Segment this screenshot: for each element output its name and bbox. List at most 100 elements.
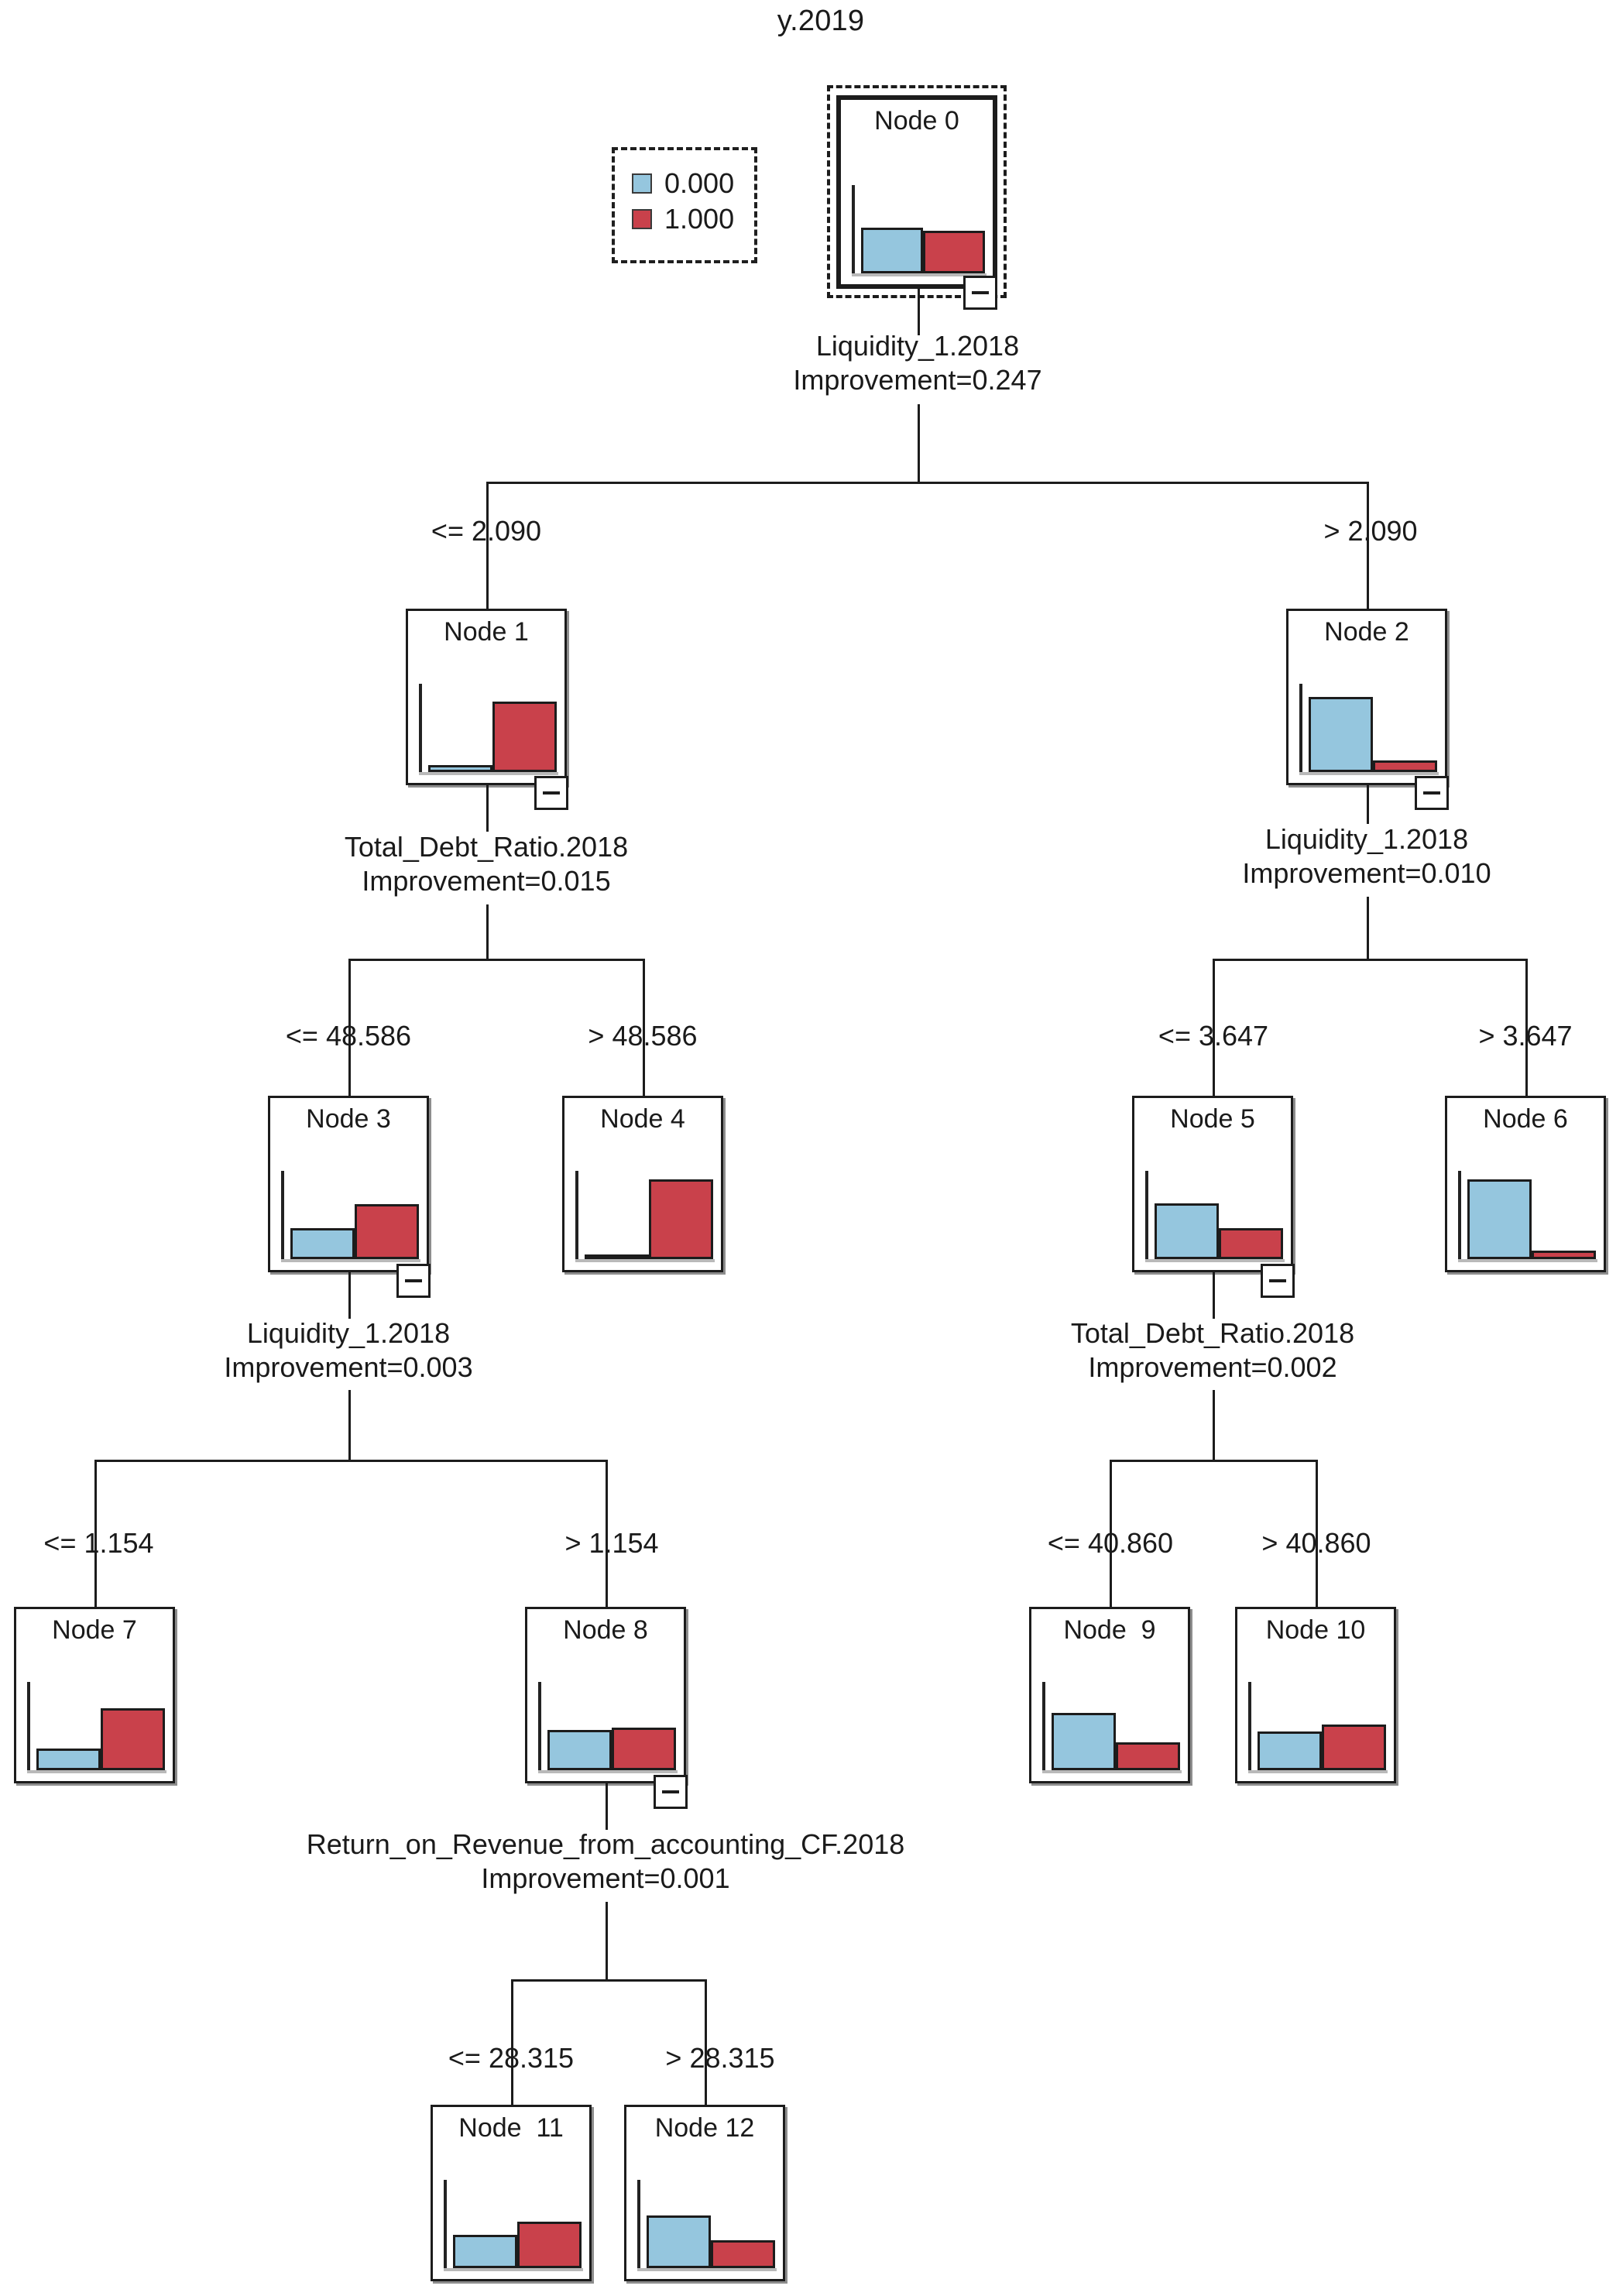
node-1-y-axis [419, 684, 422, 775]
node-12-y-axis [637, 2180, 640, 2271]
node-8-bars [547, 1682, 676, 1770]
node-11-y-axis [444, 2180, 447, 2271]
split-0-label: Liquidity_1.2018 Improvement=0.247 [724, 329, 1111, 397]
node-3-barchart [281, 1171, 420, 1262]
edge-split8-right [705, 1979, 707, 2134]
branch-5-right-label: > 40.860 [1261, 1527, 1371, 1559]
node-10-x-axis [1248, 1770, 1388, 1773]
branch-3-left-label: <= 1.154 [43, 1527, 154, 1559]
node-1-bar-class1 [492, 701, 557, 772]
split-5-label: Total_Debt_Ratio.2018 Improvement=0.002 [1019, 1316, 1406, 1385]
node-10[interactable]: Node 10 [1235, 1607, 1396, 1783]
node-4-bar-class0 [585, 1254, 649, 1259]
node-8-collapse-button[interactable] [654, 1775, 688, 1809]
split-3-improvement: Improvement=0.003 [224, 1351, 473, 1383]
node-3-bars [290, 1171, 419, 1259]
node-5[interactable]: Node 5 [1132, 1096, 1293, 1272]
legend-swatch-red-icon [632, 209, 652, 229]
node-5-y-axis [1145, 1171, 1148, 1262]
split-0-variable: Liquidity_1.2018 [815, 330, 1020, 362]
node-2-bar-class0 [1309, 697, 1373, 772]
node-0-x-axis [852, 273, 986, 276]
node-0-y-axis [852, 185, 855, 276]
branch-8-left-label: <= 28.315 [448, 2042, 575, 2074]
edge-split3-right [606, 1460, 608, 1607]
node-3-bar-class1 [355, 1204, 419, 1259]
legend-swatch-blue-icon [632, 173, 652, 194]
edge-split1-stem [486, 904, 489, 959]
edge-split1-left [348, 959, 351, 1096]
node-8-bar-class1 [612, 1728, 676, 1770]
node-8-y-axis [538, 1682, 541, 1773]
node-0[interactable]: Node 0 [836, 95, 997, 289]
legend-label-0: 0.000 [664, 167, 735, 199]
node-7-bars [36, 1682, 165, 1770]
node-10-label: Node 10 [1265, 1615, 1366, 1645]
branch-8-right-label: > 28.315 [665, 2042, 775, 2074]
node-9[interactable]: Node 9 [1029, 1607, 1190, 1783]
node-0-collapse-button[interactable] [963, 276, 997, 310]
node-12-x-axis [637, 2268, 777, 2271]
node-11-label: Node 11 [458, 2113, 564, 2143]
node-7[interactable]: Node 7 [14, 1607, 175, 1783]
node-10-bar-class0 [1258, 1731, 1322, 1770]
node-1-bar-class0 [428, 764, 492, 772]
node-10-y-axis [1248, 1682, 1251, 1773]
legend-item-1: 1.000 [632, 201, 734, 237]
node-3-label: Node 3 [306, 1104, 391, 1134]
branch-5-left-label: <= 40.860 [1047, 1527, 1174, 1559]
node-0-bars [861, 185, 985, 273]
node-11[interactable]: Node 11 [431, 2105, 592, 2281]
edge-split5-right [1316, 1460, 1318, 1607]
node-6-bars [1467, 1171, 1596, 1259]
node-12-bar-class1 [711, 2239, 775, 2268]
branch-3-right-label: > 1.154 [564, 1527, 659, 1559]
edge-split8-stem [606, 1902, 608, 1979]
edge-split5-left [1110, 1460, 1112, 1607]
split-8-improvement: Improvement=0.001 [481, 1862, 730, 1894]
node-5-x-axis [1145, 1259, 1285, 1262]
node-6-barchart [1458, 1171, 1597, 1262]
split-1-label: Total_Debt_Ratio.2018 Improvement=0.015 [293, 830, 680, 898]
node-12-barchart [637, 2180, 777, 2271]
node-1-collapse-button[interactable] [534, 776, 568, 810]
node-4-label: Node 4 [600, 1104, 685, 1134]
node-1-bars [428, 684, 557, 772]
node-6[interactable]: Node 6 [1445, 1096, 1606, 1272]
edge-split2-left [1213, 959, 1215, 1096]
node-4[interactable]: Node 4 [562, 1096, 723, 1272]
node-6-y-axis [1458, 1171, 1461, 1262]
node-12-bar-class0 [647, 2215, 711, 2268]
node-3-bar-class0 [290, 1228, 355, 1259]
split-0-improvement: Improvement=0.247 [793, 364, 1042, 396]
edge-split3-stem [348, 1390, 351, 1460]
node-3-collapse-button[interactable] [396, 1264, 431, 1298]
edge-split0-left [486, 482, 489, 633]
edge-split3-left [94, 1460, 97, 1607]
edge-node1-down [486, 785, 489, 832]
node-2[interactable]: Node 2 [1286, 609, 1447, 785]
edge-split8-left [511, 1979, 513, 2134]
split-8-variable: Return_on_Revenue_from_accounting_CF.201… [306, 1828, 905, 1860]
edge-split0-bar [486, 482, 1368, 484]
node-5-barchart [1145, 1171, 1285, 1262]
node-8[interactable]: Node 8 [525, 1607, 686, 1783]
node-1[interactable]: Node 1 [406, 609, 567, 785]
node-5-collapse-button[interactable] [1261, 1264, 1295, 1298]
split-1-variable: Total_Debt_Ratio.2018 [344, 831, 629, 863]
node-3[interactable]: Node 3 [268, 1096, 429, 1272]
split-5-variable: Total_Debt_Ratio.2018 [1070, 1317, 1355, 1349]
node-2-collapse-button[interactable] [1415, 776, 1449, 810]
node-10-barchart [1248, 1682, 1388, 1773]
node-7-bar-class0 [36, 1748, 101, 1770]
node-3-x-axis [281, 1259, 420, 1262]
node-1-x-axis [419, 772, 558, 775]
node-7-x-axis [27, 1770, 166, 1773]
split-5-improvement: Improvement=0.002 [1088, 1351, 1337, 1383]
split-2-label: Liquidity_1.2018 Improvement=0.010 [1173, 822, 1560, 891]
edge-split2-right [1525, 959, 1528, 1096]
node-9-y-axis [1042, 1682, 1045, 1773]
node-12[interactable]: Node 12 [624, 2105, 785, 2281]
node-5-label: Node 5 [1170, 1104, 1255, 1134]
